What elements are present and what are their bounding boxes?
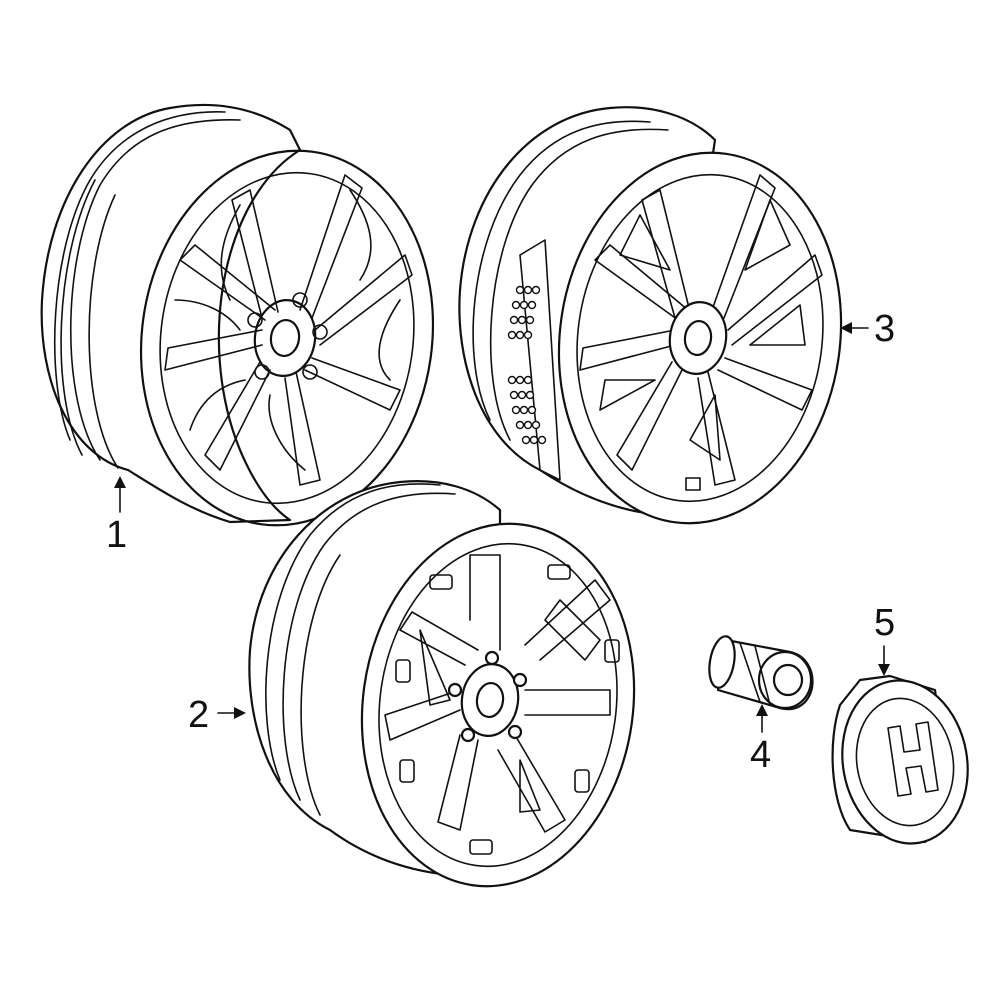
- leader-5: [878, 645, 890, 676]
- callout-1: 1: [106, 514, 128, 556]
- wheel-2[interactable]: [248, 480, 657, 904]
- callout-3: 3: [874, 308, 896, 350]
- callout-4: 4: [750, 734, 772, 776]
- wheel-3[interactable]: [458, 106, 864, 541]
- wheel-1-highlighted[interactable]: [40, 103, 457, 544]
- lug-nut-4[interactable]: [706, 634, 814, 711]
- leader-1: [114, 476, 126, 513]
- center-cap-5[interactable]: [830, 670, 981, 853]
- callout-5: 5: [874, 602, 896, 644]
- leader-2: [217, 707, 246, 719]
- leader-4: [756, 704, 768, 733]
- leader-3: [840, 322, 869, 334]
- callout-2: 2: [188, 694, 210, 736]
